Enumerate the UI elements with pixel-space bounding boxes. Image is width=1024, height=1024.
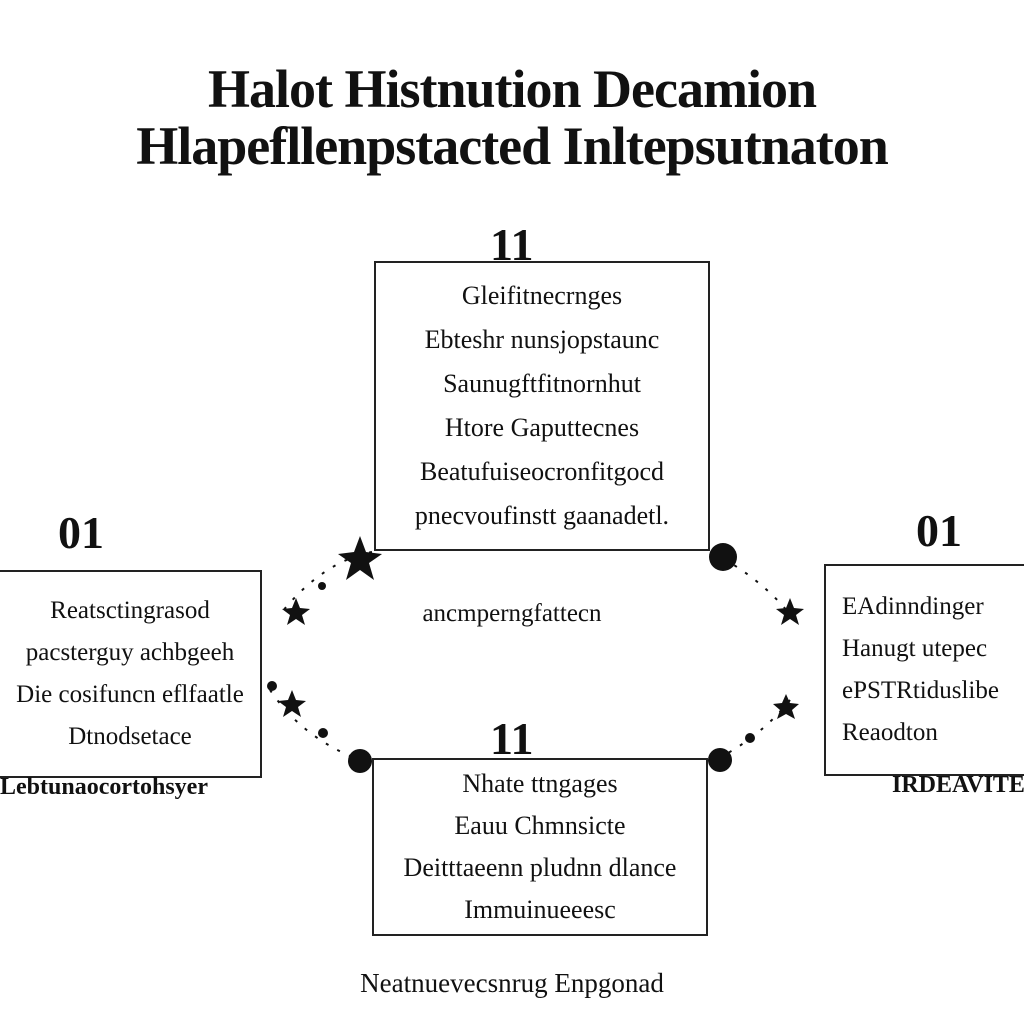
step-text-line: EAdinndinger [842,593,984,620]
step-text-line: Die cosifuncn eflfaatle [16,681,244,708]
step-text-line: Ebteshr nunsjopstaunc [424,325,660,354]
step-caption-left: Lebtunaocortohsyer [0,774,208,800]
dot-marker-icon [267,543,755,773]
diagram-subtitle: Hlapefllenpstacted Inltepsutnaton [136,116,889,176]
diagram-title: Halot Histnution Decamion [207,59,817,119]
step-text-line: Deitttaeenn pludnn dlance [403,853,677,882]
step-text-line: Reaodton [842,719,938,746]
step-number-right: 01 [916,505,962,556]
step-text-line: Immuinueeesc [464,895,616,924]
step-box-bottom: Nhate ttngages Eauu Chmnsicte Deitttaeen… [372,758,708,936]
step-text-line: pnecvoufinstt gaanadetl. [414,501,670,530]
step-text-line: Gleifitnecrnges [461,281,623,310]
step-text-line: Beatufuiseocronfitgocd [419,457,665,486]
step-box-right: EAdinndinger Hanugt utepec ePSTRtiduslib… [824,564,1024,776]
arc-top-right [711,551,789,613]
step-text-line: Hanugt utepec [842,635,988,662]
center-caption: ancmperngfattecn [422,600,602,627]
step-text-line: Saunugftfitnornhut [443,369,641,398]
step-number-left: 01 [58,507,104,558]
step-text-line: pacsterguy achbgeeh [25,639,235,666]
footer-caption: Neatnuevecsnrug Enpgonad [360,968,664,998]
star-icon [278,536,804,719]
step-text-line: Nhate ttngages [462,769,618,798]
step-caption-right: IRDEAVITE [892,772,1024,798]
step-text-line: Reatsctingrasod [50,597,210,624]
step-box-left: Reatsctingrasod pacsterguy achbgeeh Die … [0,570,262,778]
step-text-line: Dtnodsetace [68,723,192,750]
step-number-bottom: 11 [490,713,534,764]
step-box-top: Gleifitnecrnges Ebteshr nunsjopstaunc Sa… [374,261,710,551]
step-text-line: ePSTRtiduslibe [842,677,999,704]
step-text-line: Htore Gaputtecnes [444,413,640,442]
step-text-line: Eauu Chmnsicte [454,811,626,840]
